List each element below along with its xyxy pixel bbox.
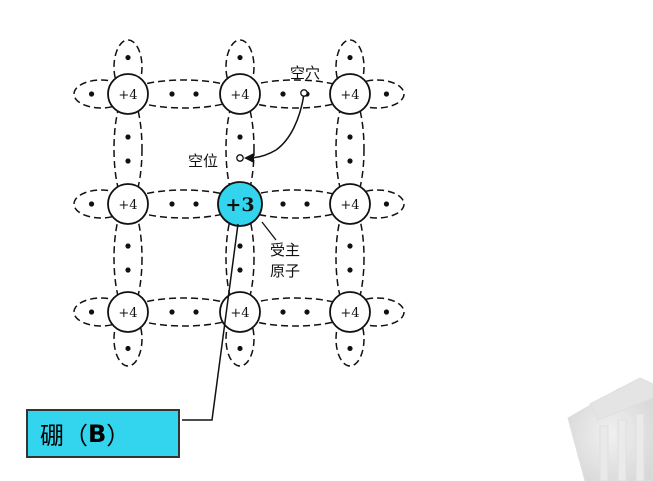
electron-dot [125,267,131,273]
bond-ellipse [349,189,405,219]
silicon-atom [107,291,149,333]
electron-dot [125,243,131,249]
electron-dot [347,267,353,273]
atom-charge-label: +4 [118,306,137,321]
silicon-atom [329,73,371,115]
electron-dot [280,309,286,315]
electron-dot [169,91,175,97]
acceptor-leader-line [261,221,277,241]
boron-leader-line [182,223,239,421]
bond-ellipse [225,311,255,367]
atom-charge-label: +4 [340,198,359,213]
electron-dot [237,243,243,249]
electron-dot [237,345,243,352]
atom-charge-label: +4 [230,88,249,103]
electron-dot [237,54,243,61]
electron-dot [304,201,310,207]
electron-dot [347,158,353,164]
bond-ellipse [349,297,405,327]
silicon-atom [219,291,261,333]
electron-dot [88,201,95,207]
electron-dot [383,309,390,315]
electron-dot [347,345,353,352]
boron-label-symbol: B [88,419,107,448]
electron-dot [280,201,286,207]
electron-dot [169,201,175,207]
bond-ellipse [113,311,143,367]
electron-dot [347,243,353,249]
bond-ellipse [113,39,143,95]
electron-dot [304,309,310,315]
electron-dot [169,309,175,315]
acceptor-atom-label-line1: 受主 [270,241,300,259]
electron-dot [125,54,131,61]
silicon-atom [107,73,149,115]
atom-charge-label: +4 [118,88,137,103]
dopant-charge-label: +3 [225,194,254,216]
atom-charge-label: +4 [118,198,137,213]
electron-dot [193,309,199,315]
electron-dot [88,91,95,97]
vacancy-label: 空位 [188,152,218,170]
boron-label-box: 硼（B） [26,409,180,458]
electron-dot [347,54,353,61]
electron-dot [125,158,131,164]
silicon-atom [219,73,261,115]
bond-ellipse [335,39,365,95]
electron-dot [237,134,243,140]
silicon-atom [107,183,149,225]
lattice-atoms: +4 +4 +4 +4 +3 +4 +4 +4 +4 [107,73,371,333]
watermark-building [567,377,653,481]
boron-label-prefix: 硼（ [40,422,88,450]
silicon-atom [329,183,371,225]
electron-dot [193,91,199,97]
electron-dot [88,309,95,315]
electron-dot [347,134,353,140]
atom-charge-label: +4 [230,306,249,321]
bond-ellipse [349,79,405,109]
boron-label-suffix: ） [106,422,131,450]
hole-migration-arrow [236,89,308,163]
atom-charge-label: +4 [340,88,359,103]
electron-dot [280,91,286,97]
electron-dot [125,345,131,352]
silicon-atom [329,291,371,333]
boron-dopant-atom [217,181,263,227]
electron-dot [383,201,390,207]
atom-charge-label: +4 [340,306,359,321]
electron-dot [383,91,390,97]
bond-ellipse [225,39,255,95]
electron-dot [193,201,199,207]
hole-label: 空穴 [290,64,320,82]
bond-ellipse [335,311,365,367]
electron-dot [125,134,131,140]
acceptor-atom-label-line2: 原子 [270,262,300,280]
electron-dot [237,267,243,273]
